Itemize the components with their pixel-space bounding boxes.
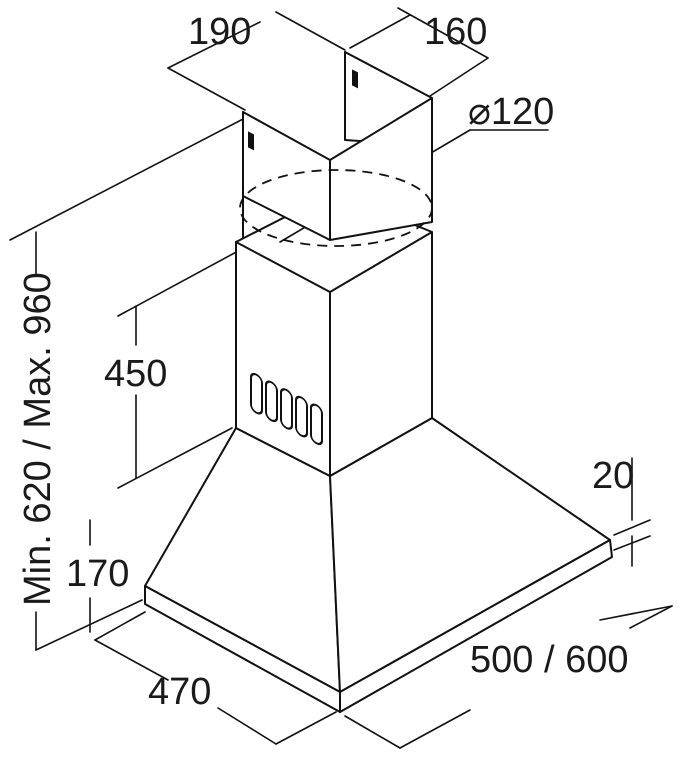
chimney-lower-right	[329, 231, 433, 477]
dimension-lines	[9, 7, 673, 749]
hood-body	[144, 51, 613, 713]
dimension-labels: 190 160 ⌀120 450 Min. 620 / Max. 960 170…	[17, 11, 634, 713]
dim-chimney-depth: 160	[424, 11, 487, 53]
chimney-upper-right	[329, 97, 433, 241]
dim-duct-diameter: ⌀120	[468, 91, 554, 133]
dim-chimney-lower-height: 450	[104, 353, 167, 395]
dim-canopy-edge-thickness: 20	[592, 455, 634, 497]
dim-chimney-width: 190	[188, 11, 251, 53]
duct-outlet-circle	[239, 169, 433, 247]
screw-mark-back	[352, 69, 358, 89]
dim-overall-height: Min. 620 / Max. 960	[17, 272, 59, 606]
dim-hood-depth: 470	[148, 671, 211, 713]
canopy-rim-right	[339, 539, 613, 713]
dim-hood-width: 500 / 600	[470, 639, 628, 681]
screw-mark-left	[248, 131, 254, 151]
vent-slots	[250, 372, 323, 446]
dim-canopy-height: 170	[66, 553, 129, 595]
